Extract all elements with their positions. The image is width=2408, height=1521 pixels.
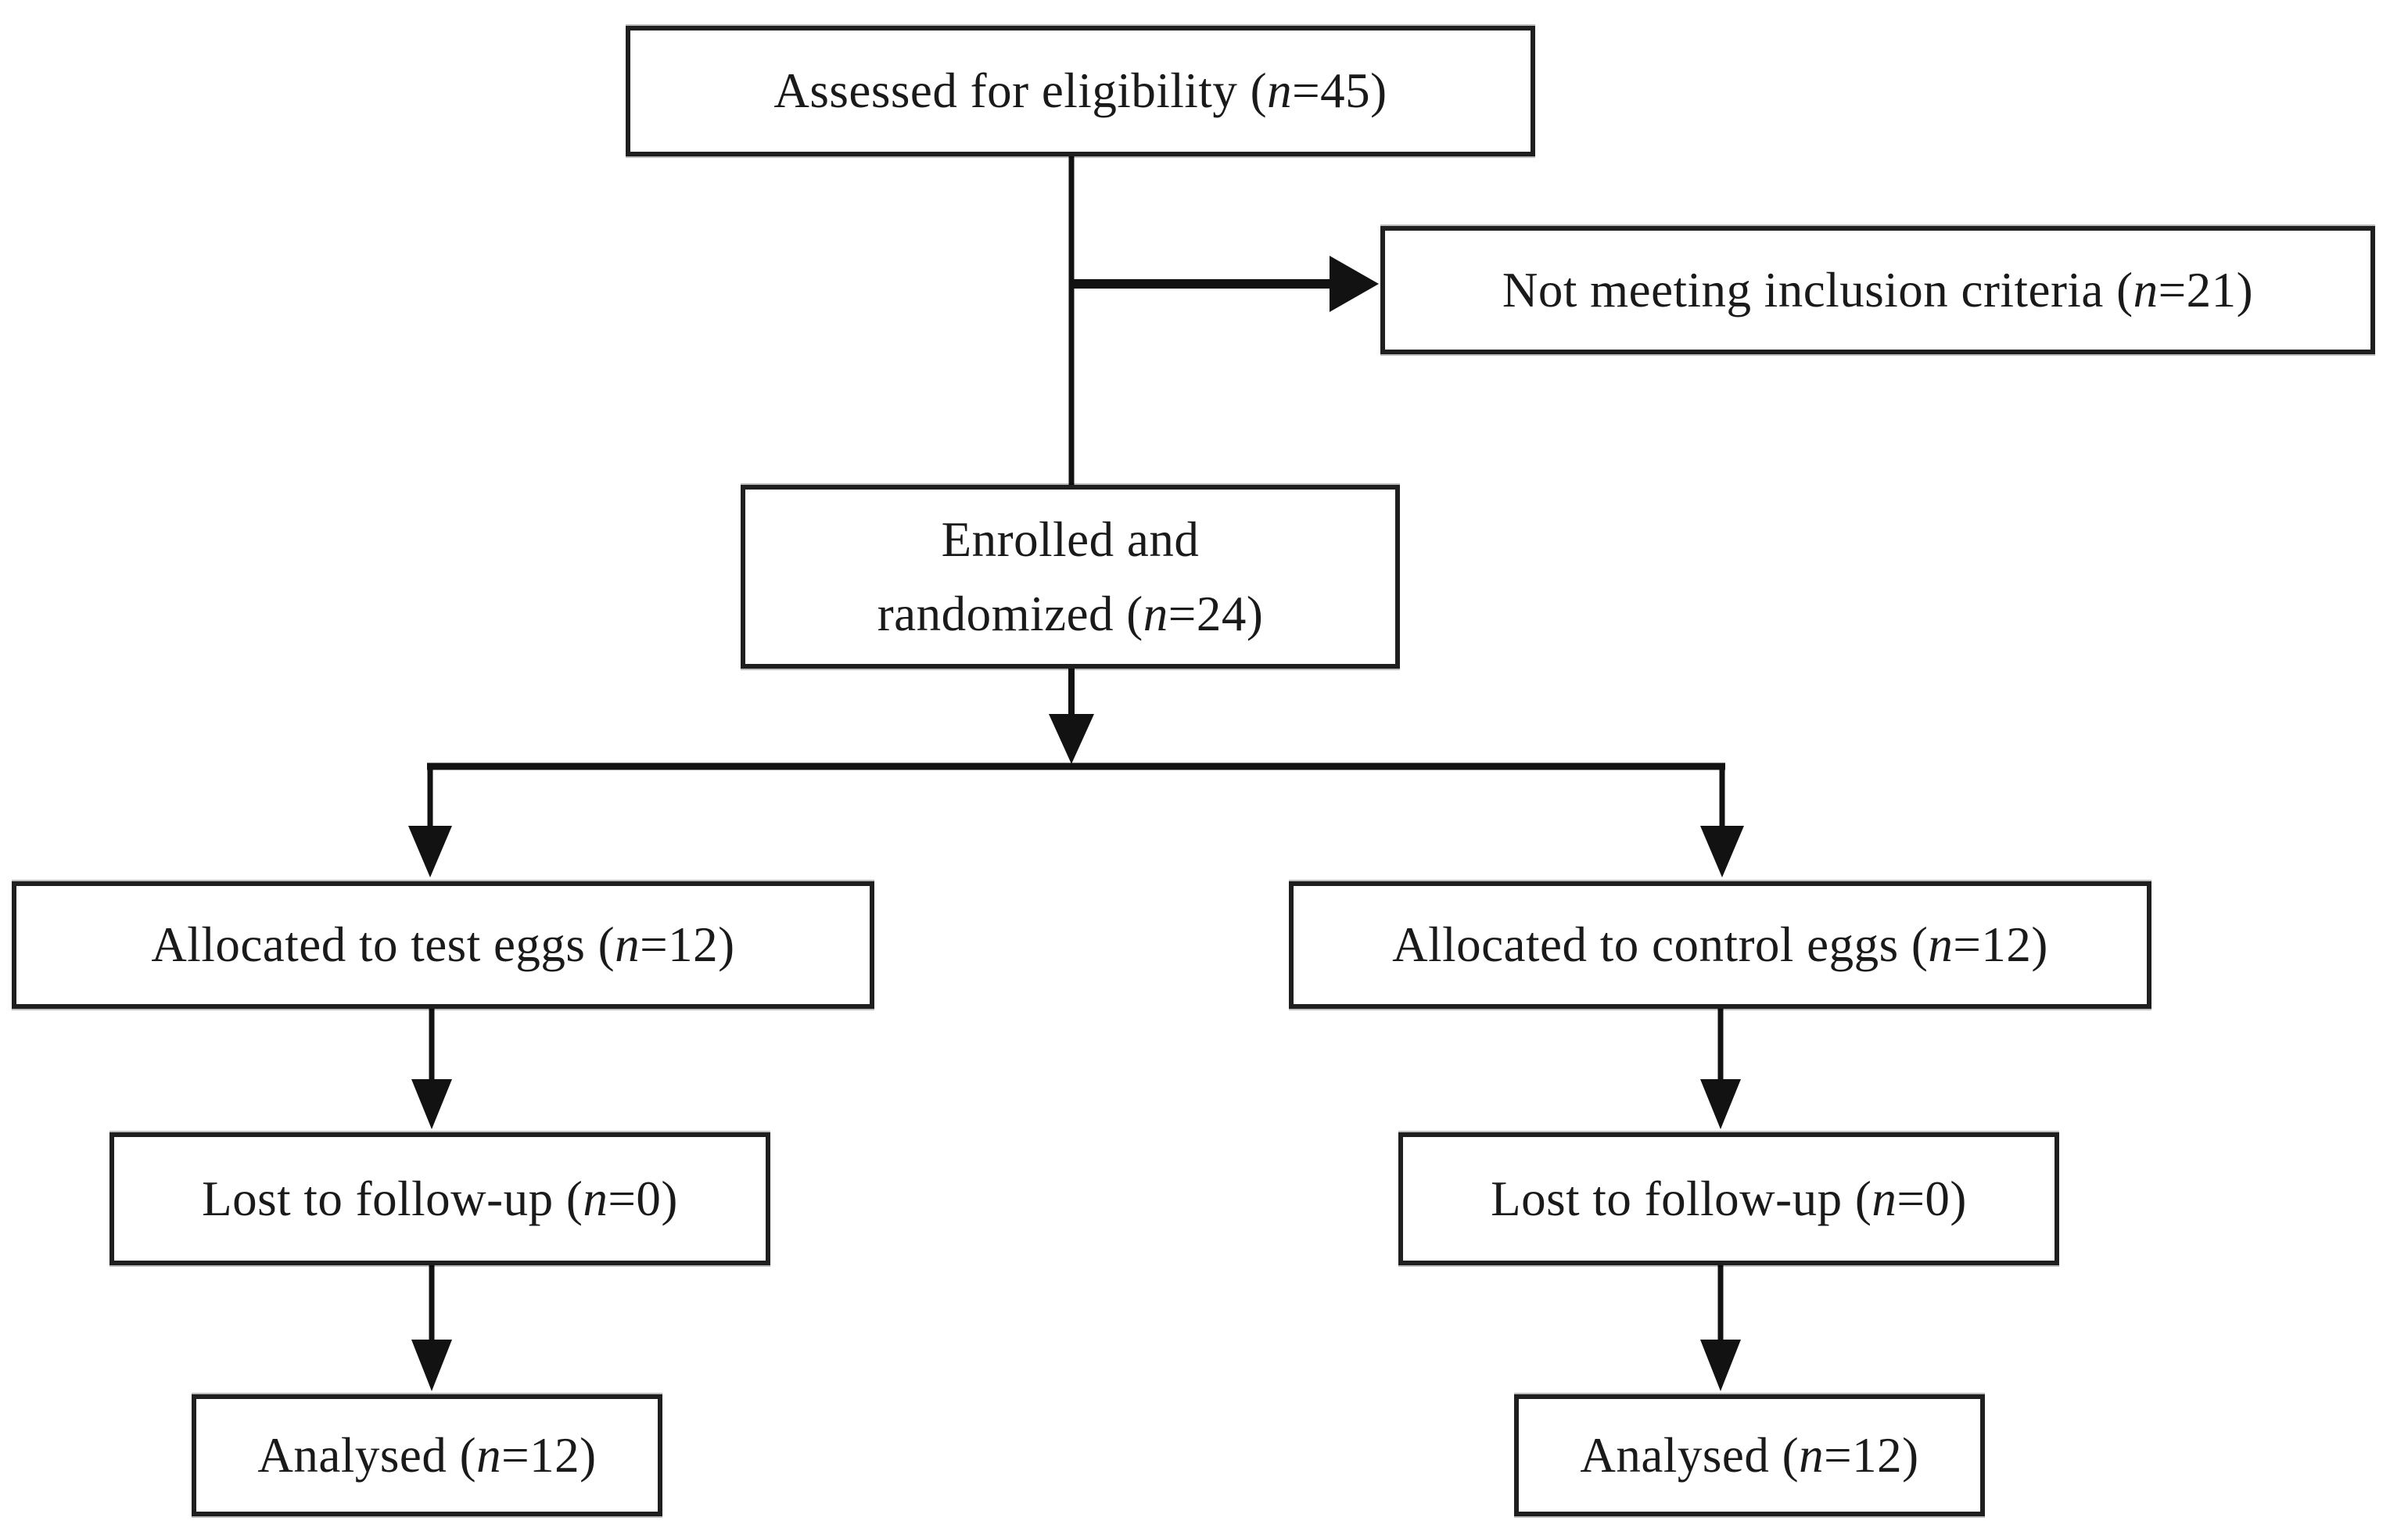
- arrowhead-notmeeting: [1330, 256, 1379, 312]
- node-lost-to-followup-test: Lost to follow-up (n=0): [109, 1132, 770, 1265]
- node-not-meeting-label: Not meeting inclusion criteria (n=21): [1502, 262, 2254, 317]
- arrowhead-analysed-left: [411, 1340, 452, 1391]
- node-allocated-test-eggs: Allocated to test eggs (n=12): [12, 881, 874, 1009]
- italic-n: n: [583, 1171, 608, 1226]
- node-analysed-right-label: Analysed (n=12): [1580, 1427, 1919, 1483]
- arrowhead-alloc-test: [408, 826, 452, 877]
- node-alloc-test-label: Allocated to test eggs (n=12): [151, 917, 735, 973]
- node-allocated-control-eggs: Allocated to control eggs (n=12): [1289, 881, 2151, 1009]
- arrowhead-lost-left: [411, 1079, 452, 1129]
- italic-n: n: [1143, 586, 1168, 641]
- node-analysed-test: Analysed (n=12): [192, 1394, 662, 1516]
- node-lost-to-followup-control: Lost to follow-up (n=0): [1398, 1132, 2059, 1265]
- italic-n: n: [1928, 917, 1954, 973]
- node-not-meeting-inclusion-criteria: Not meeting inclusion criteria (n=21): [1380, 226, 2375, 354]
- node-lost-right-label: Lost to follow-up (n=0): [1491, 1171, 1967, 1226]
- italic-n: n: [1871, 1171, 1897, 1226]
- italic-n: n: [1799, 1427, 1825, 1483]
- node-analysed-control: Analysed (n=12): [1514, 1394, 1985, 1516]
- arrowhead-alloc-control: [1700, 826, 1744, 877]
- italic-n: n: [615, 917, 641, 973]
- arrowhead-analysed-right: [1700, 1340, 1741, 1391]
- arrowhead-lost-right: [1700, 1079, 1741, 1129]
- node-assessed-for-eligibility: Assessed for eligibility (n=45): [626, 26, 1535, 156]
- node-alloc-control-label: Allocated to control eggs (n=12): [1392, 917, 2048, 973]
- italic-n: n: [1267, 63, 1293, 119]
- node-lost-left-label: Lost to follow-up (n=0): [202, 1171, 678, 1226]
- italic-n: n: [476, 1427, 502, 1483]
- node-assessed-label: Assessed for eligibility (n=45): [773, 63, 1387, 119]
- italic-n: n: [2133, 262, 2159, 317]
- node-analysed-left-label: Analysed (n=12): [257, 1427, 597, 1483]
- arrowhead-split: [1049, 714, 1094, 764]
